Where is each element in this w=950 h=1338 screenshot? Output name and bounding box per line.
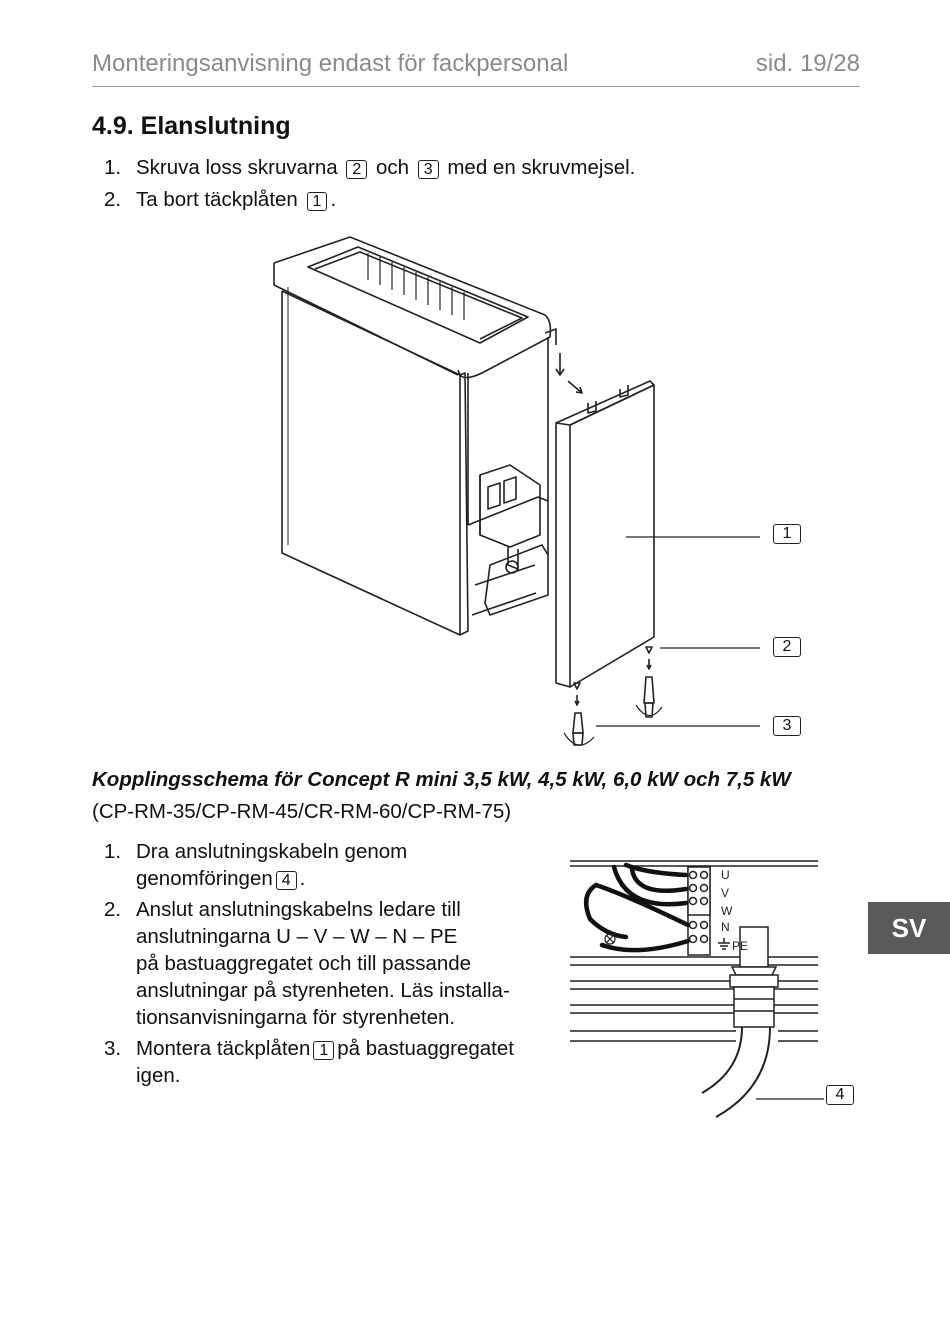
wiring-heading: Kopplingsschema för Concept R mini 3,5 k… — [92, 768, 791, 791]
removal-steps: 1. Skruva loss skruvarna 2 och 3 med en … — [92, 154, 635, 213]
language-tab: SV — [868, 902, 950, 954]
model-codes: (CP-RM-35/CP-RM-45/CR-RM-60/CP-RM-75) — [92, 800, 512, 823]
terminal-label-n: N — [721, 920, 730, 934]
ref-box: 3 — [417, 160, 439, 179]
page-number: sid. 19/28 — [755, 50, 860, 77]
callout-2: 2 — [773, 637, 801, 657]
terminal-label-u: U — [721, 868, 730, 882]
list-item: 2. Anslut anslutningskabelns ledare till… — [104, 898, 510, 1029]
list-item: 1. Dra anslutningskabeln genom genomföri… — [104, 840, 408, 890]
callout-4: 4 — [826, 1085, 854, 1105]
terminal-label-v: V — [721, 886, 729, 900]
ref-box: 1 — [306, 192, 328, 211]
list-item: 1. Skruva loss skruvarna 2 och 3 med en … — [104, 156, 636, 179]
terminal-label-pe: PE — [732, 939, 748, 953]
section-heading: 4.9. Elanslutning — [92, 112, 291, 140]
page-header: Monteringsanvisning endast för fackperso… — [92, 48, 860, 87]
terminal-label-w: W — [721, 904, 733, 918]
ref-box: 4 — [275, 871, 297, 890]
list-item: 2. Ta bort täckplåten 1. — [104, 188, 337, 211]
heater-exploded-drawing — [273, 236, 760, 746]
ref-box: 1 — [313, 1041, 335, 1060]
callout-3: 3 — [773, 716, 801, 736]
wiring-steps: 1. Dra anslutningskabeln genom genomföri… — [92, 838, 562, 1089]
callout-1: 1 — [773, 524, 801, 544]
document-title: Monteringsanvisning endast för fackperso… — [92, 50, 569, 77]
wiring-diagram: U V W N PE — [570, 860, 824, 1118]
ref-box: 2 — [346, 160, 368, 179]
